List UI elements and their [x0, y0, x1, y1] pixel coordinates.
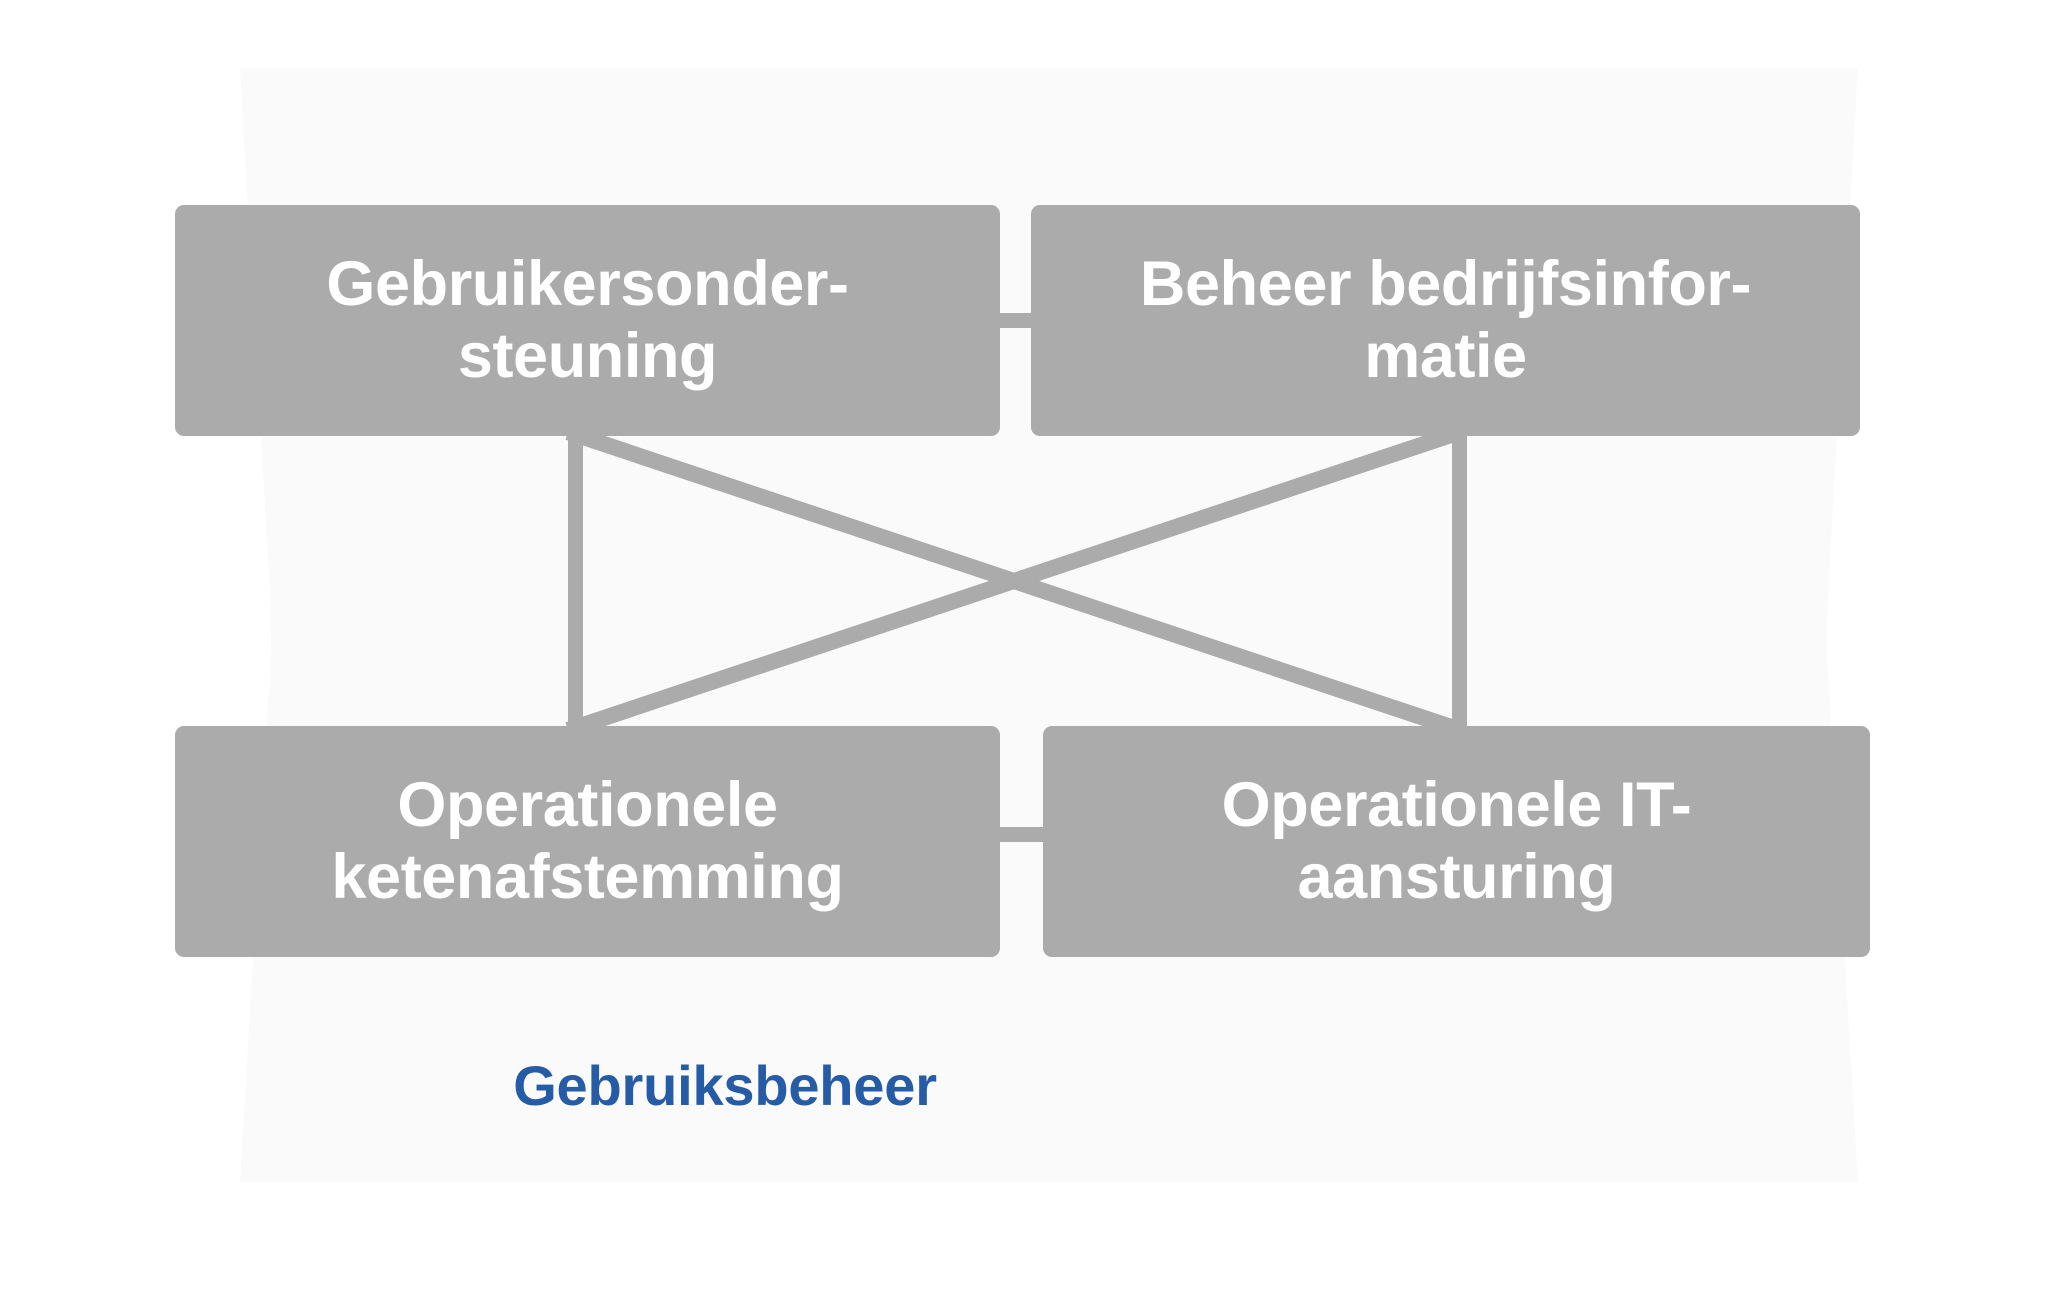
node-operationele-ketenafstemming[interactable]: Operationele ketenafstemming: [175, 726, 1000, 957]
node-label: Operationele IT- aansturing: [1221, 769, 1692, 912]
node-gebruikersondersteuning[interactable]: Gebruikersonder- steuning: [175, 205, 1000, 436]
diagram-caption: Gebruiksbeheer: [513, 1054, 937, 1117]
node-label: Beheer bedrijfsinfor- matie: [1139, 248, 1752, 391]
node-operationele-it-aansturing[interactable]: Operationele IT- aansturing: [1043, 726, 1870, 957]
connector-top-right-to-bottom-left: [565, 424, 1463, 738]
connector-top-left-to-bottom-left: [568, 428, 583, 733]
connector-top-right-to-bottom-right: [1452, 428, 1467, 733]
connector-top-left-to-top-right: [996, 313, 1035, 328]
node-beheer-bedrijfsinformatie[interactable]: Beheer bedrijfsinfor- matie: [1031, 205, 1860, 436]
node-label: Gebruikersonder- steuning: [326, 248, 849, 391]
connector-bottom-left-to-bottom-right: [996, 827, 1045, 842]
node-label: Operationele ketenafstemming: [331, 769, 844, 912]
